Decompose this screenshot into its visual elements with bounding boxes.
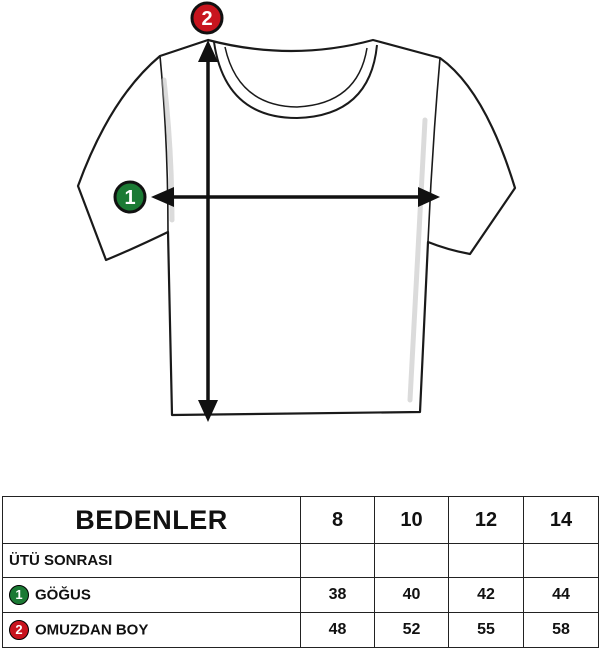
size-chart-table: BEDENLER 8 10 12 14 ÜTÜ SONRASI 1 GÖĞUS 3… xyxy=(2,496,599,648)
empty-cell xyxy=(523,543,599,578)
tshirt-outline xyxy=(76,38,517,417)
tshirt-measurement-illustration: 2 1 xyxy=(76,1,517,422)
table-cell: 42 xyxy=(448,577,524,613)
length-number-badge: 2 xyxy=(9,620,29,640)
chest-marker-number: 1 xyxy=(124,187,135,209)
length-row-label: 2 OMUZDAN BOY xyxy=(2,612,301,648)
table-cell: 38 xyxy=(300,577,375,613)
chest-marker-badge: 1 xyxy=(113,180,147,214)
table-cell: 52 xyxy=(374,612,449,648)
table-cell: 55 xyxy=(448,612,524,648)
length-arrow xyxy=(198,40,218,422)
size-header: 12 xyxy=(448,496,524,544)
table-cell: 48 xyxy=(300,612,375,648)
length-marker-badge: 2 xyxy=(190,1,224,35)
table-subheader-row: ÜTÜ SONRASI xyxy=(2,543,599,578)
chest-row-label: 1 GÖĞUS xyxy=(2,577,301,613)
length-label-text: OMUZDAN BOY xyxy=(35,621,149,639)
table-cell: 44 xyxy=(523,577,599,613)
table-row: 2 OMUZDAN BOY 48 52 55 58 xyxy=(2,612,599,648)
table-header-row: BEDENLER 8 10 12 14 xyxy=(2,496,599,544)
sizes-header-label: BEDENLER xyxy=(2,496,301,544)
chest-number-badge: 1 xyxy=(9,585,29,605)
empty-cell xyxy=(448,543,524,578)
size-header: 10 xyxy=(374,496,449,544)
length-marker-number: 2 xyxy=(201,8,212,30)
after-ironing-label: ÜTÜ SONRASI xyxy=(2,543,301,578)
chest-arrow xyxy=(151,187,440,207)
empty-cell xyxy=(300,543,375,578)
chest-label-text: GÖĞUS xyxy=(35,586,91,604)
size-header: 14 xyxy=(523,496,599,544)
empty-cell xyxy=(374,543,449,578)
table-cell: 40 xyxy=(374,577,449,613)
table-cell: 58 xyxy=(523,612,599,648)
table-row: 1 GÖĞUS 38 40 42 44 xyxy=(2,577,599,613)
size-header: 8 xyxy=(300,496,375,544)
